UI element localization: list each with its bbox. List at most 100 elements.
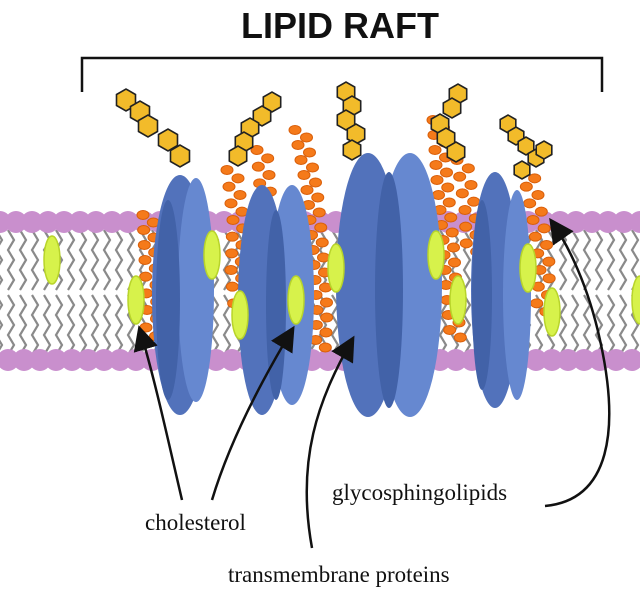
glycolipid-bead — [448, 257, 461, 268]
lipid-headgroup — [21, 211, 43, 233]
lipid-tail — [102, 229, 112, 291]
glycolipid-bead — [459, 221, 473, 232]
lipid-tail — [66, 294, 76, 356]
glycolipid-bead — [303, 147, 316, 158]
glycolipid-bead — [534, 206, 548, 217]
lipid-tail — [582, 294, 592, 356]
glycolipid-bead — [320, 297, 333, 308]
glycolipid-bead — [233, 190, 247, 200]
glycolipid-bead — [137, 240, 151, 250]
glycolipid-bead — [231, 173, 245, 184]
lipid-headgroup — [85, 211, 107, 233]
glycolipid-bead — [311, 192, 325, 203]
cholesterol-molecule — [543, 287, 561, 337]
sugar-hexagon — [517, 136, 535, 156]
lipid-headgroup — [581, 211, 603, 233]
lipid-tail — [618, 229, 628, 291]
glycolipid-bead — [139, 271, 153, 282]
glycolipid-bead — [315, 237, 329, 248]
glycolipid-bead — [537, 223, 551, 234]
lipid-headgroup — [5, 211, 27, 233]
cholesterol-molecule — [287, 275, 305, 325]
cholesterol-molecules — [43, 230, 640, 340]
lipid-headgroup — [541, 349, 563, 371]
lipid-tail — [558, 294, 568, 356]
sugar-hexagon — [535, 140, 553, 160]
glycolipid-bead — [312, 207, 326, 218]
glycolipid-bead — [225, 281, 239, 292]
glycolipid-bead — [224, 265, 238, 275]
glycolipid-bead — [461, 163, 475, 174]
lipid-tail — [30, 294, 40, 356]
lipid-tail — [6, 229, 16, 291]
sugar-groups — [115, 81, 553, 180]
glycolipid-bead — [136, 210, 150, 220]
lipid-headgroup — [637, 352, 640, 368]
glycolipid-bead — [428, 145, 442, 155]
lipid-headgroup — [29, 349, 51, 371]
sugar-hexagon — [342, 139, 362, 161]
lipid-tail — [570, 229, 580, 291]
glycolipid-bead — [542, 273, 556, 284]
transmembrane-protein-3 — [336, 153, 442, 417]
cholesterol-molecule — [231, 290, 249, 340]
glycolipid-bead — [226, 215, 240, 225]
glycolipid-bead — [291, 140, 305, 150]
cholesterol-molecule — [449, 275, 467, 325]
lipid-tail — [114, 294, 124, 356]
glycolipid-bead — [444, 212, 458, 223]
lipid-headgroup — [37, 211, 59, 233]
lipid-headgroup — [61, 349, 83, 371]
lipid-tail — [90, 229, 100, 291]
lipid-headgroup — [0, 349, 19, 371]
transmembrane-protein-4 — [471, 172, 531, 408]
glycolipid-bead — [225, 248, 239, 259]
glycolipid-bead — [432, 190, 445, 200]
lipid-tail — [114, 229, 124, 291]
glycolipid-bead — [453, 171, 467, 182]
glycolipid-bead — [309, 177, 322, 188]
glycolipid-bead — [320, 312, 334, 323]
label-cholesterol: cholesterol — [145, 510, 246, 535]
glycolipid-bead — [137, 225, 151, 235]
lipid-headgroup — [629, 211, 640, 233]
lipid-tail — [618, 294, 628, 356]
glycolipid-bead — [262, 170, 276, 180]
glycolipid-bead — [222, 181, 236, 192]
glycolipid-bead — [458, 205, 472, 215]
glycolipid-bead — [528, 231, 542, 242]
sugar-hexagon — [446, 141, 466, 163]
lipid-tail — [66, 229, 76, 291]
lipid-headgroup — [525, 349, 547, 371]
sugar-hexagon — [137, 114, 159, 138]
glycolipid-bead — [139, 322, 153, 333]
lipid-tail — [54, 229, 64, 291]
cholesterol-molecule — [127, 275, 145, 325]
lipid-headgroup — [573, 349, 595, 371]
headgroups-bottom — [0, 349, 640, 371]
glycolipid-bead — [523, 198, 537, 209]
lipid-tail — [78, 229, 88, 291]
glycolipid-bead — [442, 197, 456, 208]
glycolipid-bead — [429, 160, 443, 170]
arrow-cholesterol-1 — [133, 325, 184, 501]
sugar-hexagon — [252, 105, 272, 127]
sugar-hexagon — [169, 144, 191, 168]
cholesterol-molecule — [43, 235, 61, 285]
cholesterol-molecule — [203, 230, 221, 280]
sugar-hexagon — [442, 97, 462, 119]
lipid-headgroup — [117, 211, 139, 233]
raft-bracket — [80, 56, 604, 92]
lipid-headgroup — [557, 349, 579, 371]
lipid-headgroup — [13, 349, 35, 371]
lipid-tail — [606, 229, 616, 291]
arrow-cholesterol-2 — [210, 325, 295, 501]
glycolipid-bead — [447, 242, 460, 253]
cholesterol-molecule — [519, 243, 537, 293]
glycolipid-bead — [314, 222, 328, 233]
diagram-title: LIPID RAFT — [241, 5, 439, 46]
lipid-tail — [438, 294, 448, 356]
glycolipid-bead — [294, 155, 308, 165]
